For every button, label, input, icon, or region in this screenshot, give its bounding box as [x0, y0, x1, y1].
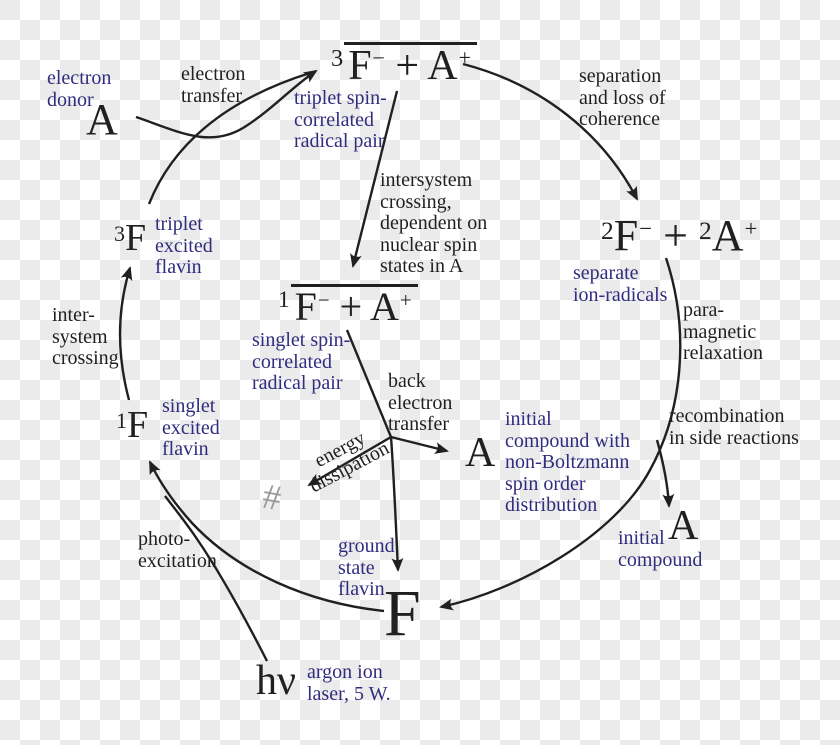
overlined-pair-group: F− + A+	[344, 42, 477, 87]
plus-charge: +	[744, 215, 758, 241]
spin-multiplicity: 3	[331, 44, 344, 72]
flavin-symbol: F	[125, 217, 147, 259]
photon-symbol: hν	[256, 660, 296, 702]
flavin-anion-symbol: F	[294, 284, 317, 329]
photoexcitation-arrow	[148, 460, 385, 613]
flavin-anion-symbol: F	[613, 211, 639, 260]
spin-multiplicity: 3	[114, 220, 126, 246]
side-product-symbol: A	[668, 505, 698, 547]
intersystem-crossing-arrow	[118, 266, 133, 401]
plus-sign: +	[384, 43, 428, 89]
paramagnetic-relaxation-label: para- magnetic relaxation	[683, 299, 763, 364]
plus-charge: +	[399, 289, 412, 313]
separation-label: separation and loss of coherence	[579, 65, 666, 130]
back-electron-transfer-line	[345, 329, 393, 438]
paramagnetic-relaxation-curve	[439, 257, 682, 611]
overlined-pair-group: F− + A+	[290, 284, 418, 329]
doublet-multiplicity: 2	[698, 216, 712, 246]
flavin-symbol: F	[384, 577, 421, 650]
triplet-flavin-to-pair-curve	[147, 71, 311, 205]
spin-multiplicity: 1	[116, 407, 128, 433]
intersystem-crossing-nuclear-arrow	[350, 90, 399, 268]
plus-charge: +	[458, 46, 471, 71]
singlet-radical-pair-label: singlet spin- correlated radical pair	[252, 329, 351, 394]
singlet-flavin-label: singlet excited flavin	[162, 395, 220, 460]
acceptor-symbol: A	[465, 430, 496, 476]
electron-donor-symbol: A	[86, 98, 118, 142]
intersystem-crossing-nuclear-label: intersystem crossing, dependent on nucle…	[380, 169, 488, 277]
triplet-flavin-formula: 3F	[114, 219, 146, 257]
polarized-product-label: initial compound with non-Boltzmann spin…	[505, 408, 630, 516]
triplet-radical-pair-label: triplet spin- correlated radical pair	[294, 87, 387, 152]
acceptor-cation-symbol: A	[427, 43, 458, 89]
photon-line	[164, 495, 269, 662]
ground-state-flavin-label: ground state flavin	[338, 535, 395, 600]
minus-charge: −	[639, 215, 653, 241]
flavin-symbol: F	[127, 404, 149, 446]
laser-label: argon ion laser, 5 W.	[307, 661, 391, 705]
recombination-label: recombination in side reactions	[669, 405, 799, 449]
energy-dissipation-arrow	[307, 435, 392, 487]
acceptor-cation-symbol: A	[711, 211, 744, 260]
minus-charge: −	[372, 46, 385, 71]
h-nu-symbol: hν	[256, 658, 296, 704]
intersystem-crossing-label: inter- system crossing	[52, 304, 119, 369]
electron-donor-label: electron donor	[47, 67, 112, 111]
electron-transfer-label: electron transfer	[181, 63, 246, 107]
separation-arrow	[462, 62, 639, 201]
spin-multiplicity: 1	[278, 287, 290, 314]
plus-sign: +	[652, 211, 699, 260]
photoexcitation-label: photo- excitation	[138, 528, 217, 572]
junction-to-product-arrow	[390, 435, 449, 454]
back-electron-transfer-label: back electron transfer	[388, 370, 453, 435]
singlet-flavin-formula: 1F	[116, 406, 148, 444]
flavin-anion-symbol: F	[348, 43, 372, 89]
acceptor-symbol: A	[668, 503, 699, 549]
recombination-arrow	[655, 439, 675, 508]
doublet-multiplicity: 2	[601, 216, 614, 246]
separated-ion-radicals-formula: 2F− + 2A+	[601, 214, 757, 258]
side-product-label: initial compound	[618, 527, 703, 571]
separated-ion-radicals-label: separate ion-radicals	[573, 262, 668, 306]
plus-sign: +	[329, 284, 370, 329]
acceptor-symbol: A	[86, 95, 118, 144]
acceptor-cation-symbol: A	[369, 284, 399, 329]
minus-charge: −	[317, 289, 330, 313]
polarized-product-symbol: A	[465, 432, 495, 474]
electron-transfer-arrow	[135, 69, 318, 139]
ground-state-flavin-formula: F	[384, 581, 421, 647]
junction-to-ground-flavin-arrow	[389, 436, 404, 572]
triplet-flavin-label: triplet excited flavin	[155, 213, 213, 278]
